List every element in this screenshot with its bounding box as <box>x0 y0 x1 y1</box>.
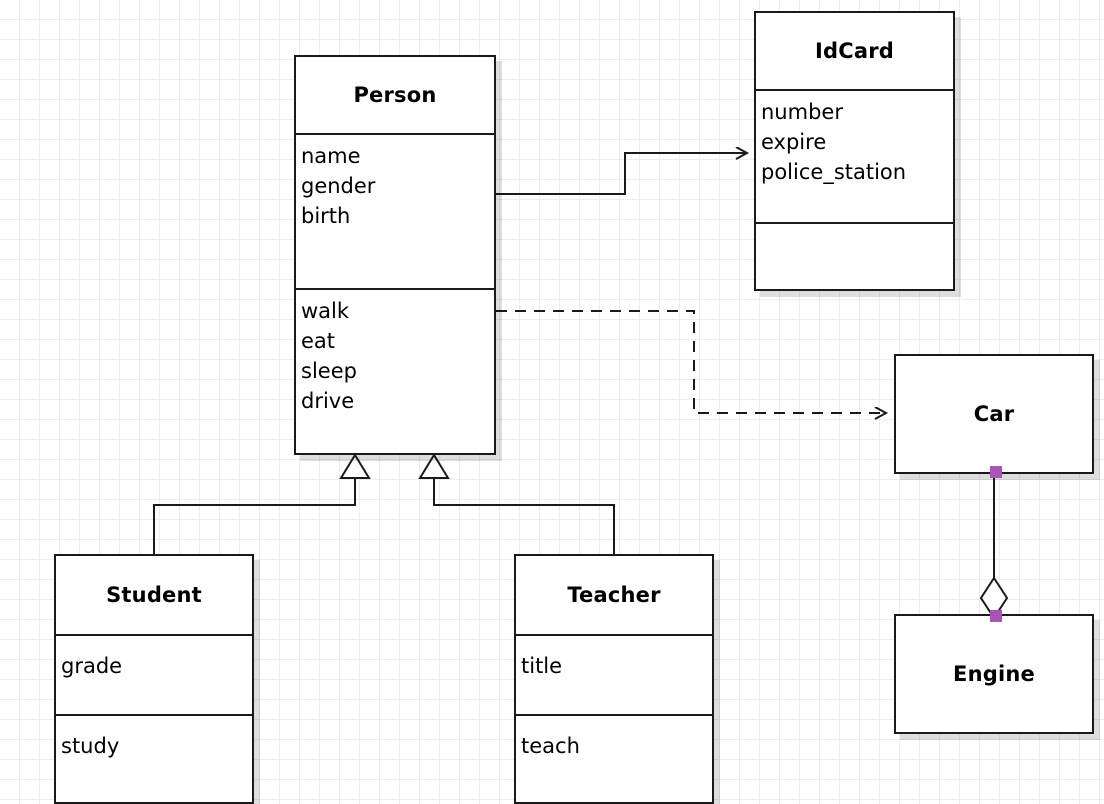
edge-generalization-student-person[interactable] <box>153 453 371 554</box>
attribute: name <box>301 144 361 168</box>
class-student-operations: study <box>56 714 252 804</box>
hollow-triangle-icon <box>418 453 450 479</box>
attribute: birth <box>301 204 351 228</box>
edge-aggregation-car-engine[interactable] <box>979 474 1009 620</box>
edge-generalization-teacher-person[interactable] <box>418 453 615 554</box>
class-idcard-title: IdCard <box>814 39 895 63</box>
class-car[interactable]: Car <box>894 354 1094 478</box>
class-student[interactable]: Student grade study <box>54 554 254 804</box>
class-person-title: Person <box>353 83 437 107</box>
attribute: title <box>521 654 563 678</box>
operation: sleep <box>301 359 357 383</box>
hollow-triangle-icon <box>339 453 371 479</box>
attribute: gender <box>301 174 376 198</box>
operation: study <box>61 734 120 758</box>
class-idcard-attributes: number expire police_station <box>756 89 953 222</box>
class-idcard-operations <box>756 222 953 289</box>
edge-dependency-person-car[interactable] <box>496 310 886 413</box>
operation: walk <box>301 299 350 323</box>
attribute: number <box>761 100 843 124</box>
class-student-attributes: grade <box>56 634 252 714</box>
class-car-title: Car <box>973 402 1015 426</box>
class-teacher[interactable]: Teacher title teach <box>514 554 714 804</box>
operation: teach <box>521 734 580 758</box>
operation: drive <box>301 389 355 413</box>
class-teacher-title: Teacher <box>567 583 661 607</box>
attribute: police_station <box>761 160 907 184</box>
connection-handle[interactable] <box>990 610 1002 622</box>
class-person-attributes: name gender birth <box>296 133 494 288</box>
attribute: grade <box>61 654 123 678</box>
class-person[interactable]: Person name gender birth walk eat sleep … <box>294 55 496 455</box>
connection-handle[interactable] <box>990 466 1002 478</box>
class-student-title: Student <box>106 583 202 607</box>
edge-association-person-idcard[interactable] <box>496 153 747 195</box>
class-person-operations: walk eat sleep drive <box>296 288 494 453</box>
operation: eat <box>301 329 336 353</box>
class-idcard[interactable]: IdCard number expire police_station <box>754 11 955 291</box>
class-teacher-operations: teach <box>516 714 712 804</box>
class-engine-title: Engine <box>953 662 1035 686</box>
class-engine[interactable]: Engine <box>894 610 1094 734</box>
attribute: expire <box>761 130 827 154</box>
class-teacher-attributes: title <box>516 634 712 714</box>
